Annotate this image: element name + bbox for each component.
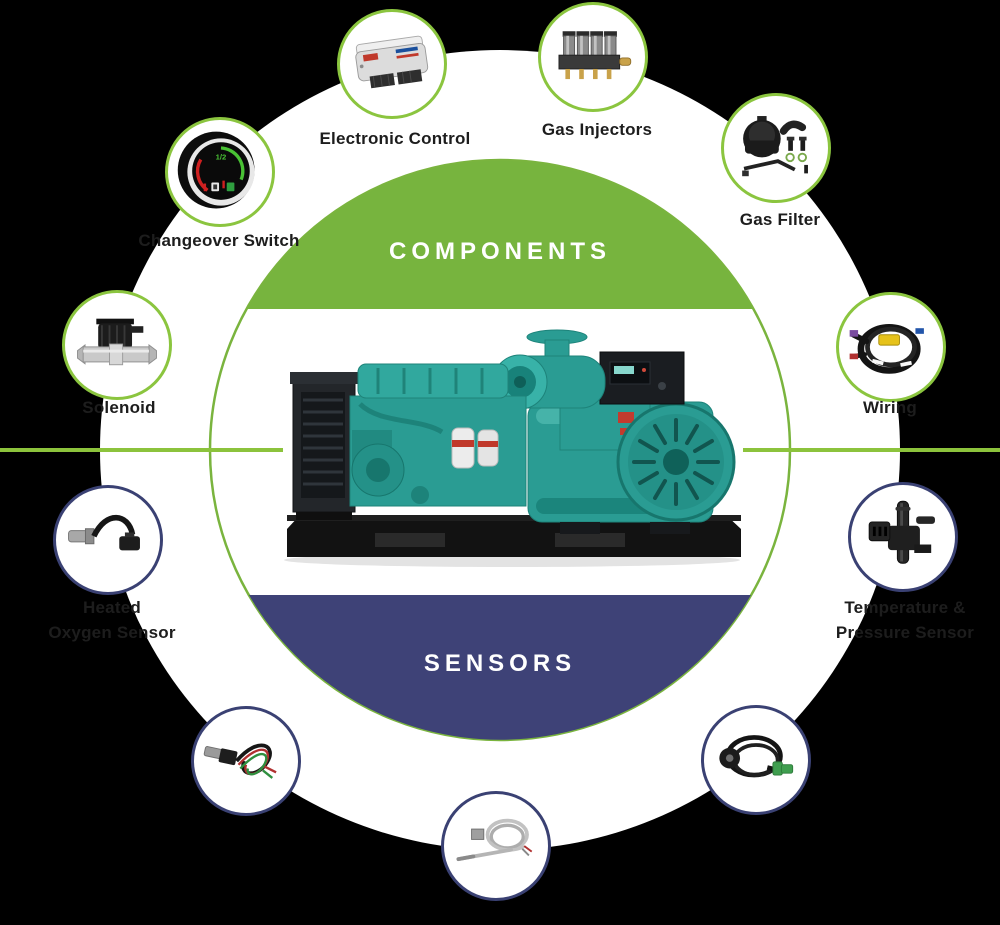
item-circle-electronic-control <box>337 9 447 119</box>
item-circle-gas-filter <box>721 93 831 203</box>
wiring-harness-icon <box>849 323 924 374</box>
generator-image <box>283 329 743 569</box>
item-circle-gas-injectors <box>538 2 648 112</box>
item-circle-temperature-pressure-sensor <box>848 482 958 592</box>
svg-text:1/2: 1/2 <box>216 153 227 162</box>
map-sensor-icon <box>868 500 935 564</box>
label-changeover-switch: Changeover Switch <box>138 231 300 250</box>
oxygen-sensor-icon <box>68 514 140 551</box>
label-gas-filter: Gas Filter <box>739 210 821 229</box>
sensors-banner: SENSORS <box>423 650 577 677</box>
label-solenoid: Solenoid <box>82 398 156 417</box>
label-electronic-control: Electronic Control <box>319 129 471 148</box>
solenoid-valve-icon <box>77 318 157 366</box>
label-heated-oxygen-sensor: Heated Oxygen Sensor <box>48 598 176 642</box>
gas-filter-icon <box>742 116 808 177</box>
knock-sensor-icon <box>719 735 794 778</box>
gas-injectors-icon <box>558 31 632 80</box>
label-gas-injectors: Gas Injectors <box>541 120 653 139</box>
item-circle-solenoid <box>62 290 172 400</box>
label-temperature-pressure-sensor: Temperature & Pressure Sensor <box>835 598 975 642</box>
changeover-switch-icon: 1/2 <box>177 131 255 209</box>
item-circle-changeover-switch: 1/2 <box>165 117 275 227</box>
label-wiring: Wiring <box>863 398 917 417</box>
ecu-icon <box>355 35 429 89</box>
item-circle-thermocouple <box>441 791 551 901</box>
item-circle-knock-sensor <box>701 705 811 815</box>
item-circle-temp-probe-sensor <box>191 706 301 816</box>
thermocouple-probe-icon <box>456 818 533 862</box>
item-circle-wiring <box>836 292 946 402</box>
item-circle-heated-oxygen-sensor <box>53 485 163 595</box>
components-arc <box>247 160 753 309</box>
wired-probe-sensor-icon <box>203 743 277 779</box>
components-banner: COMPONENTS <box>388 238 612 265</box>
sensors-arc <box>249 595 751 740</box>
